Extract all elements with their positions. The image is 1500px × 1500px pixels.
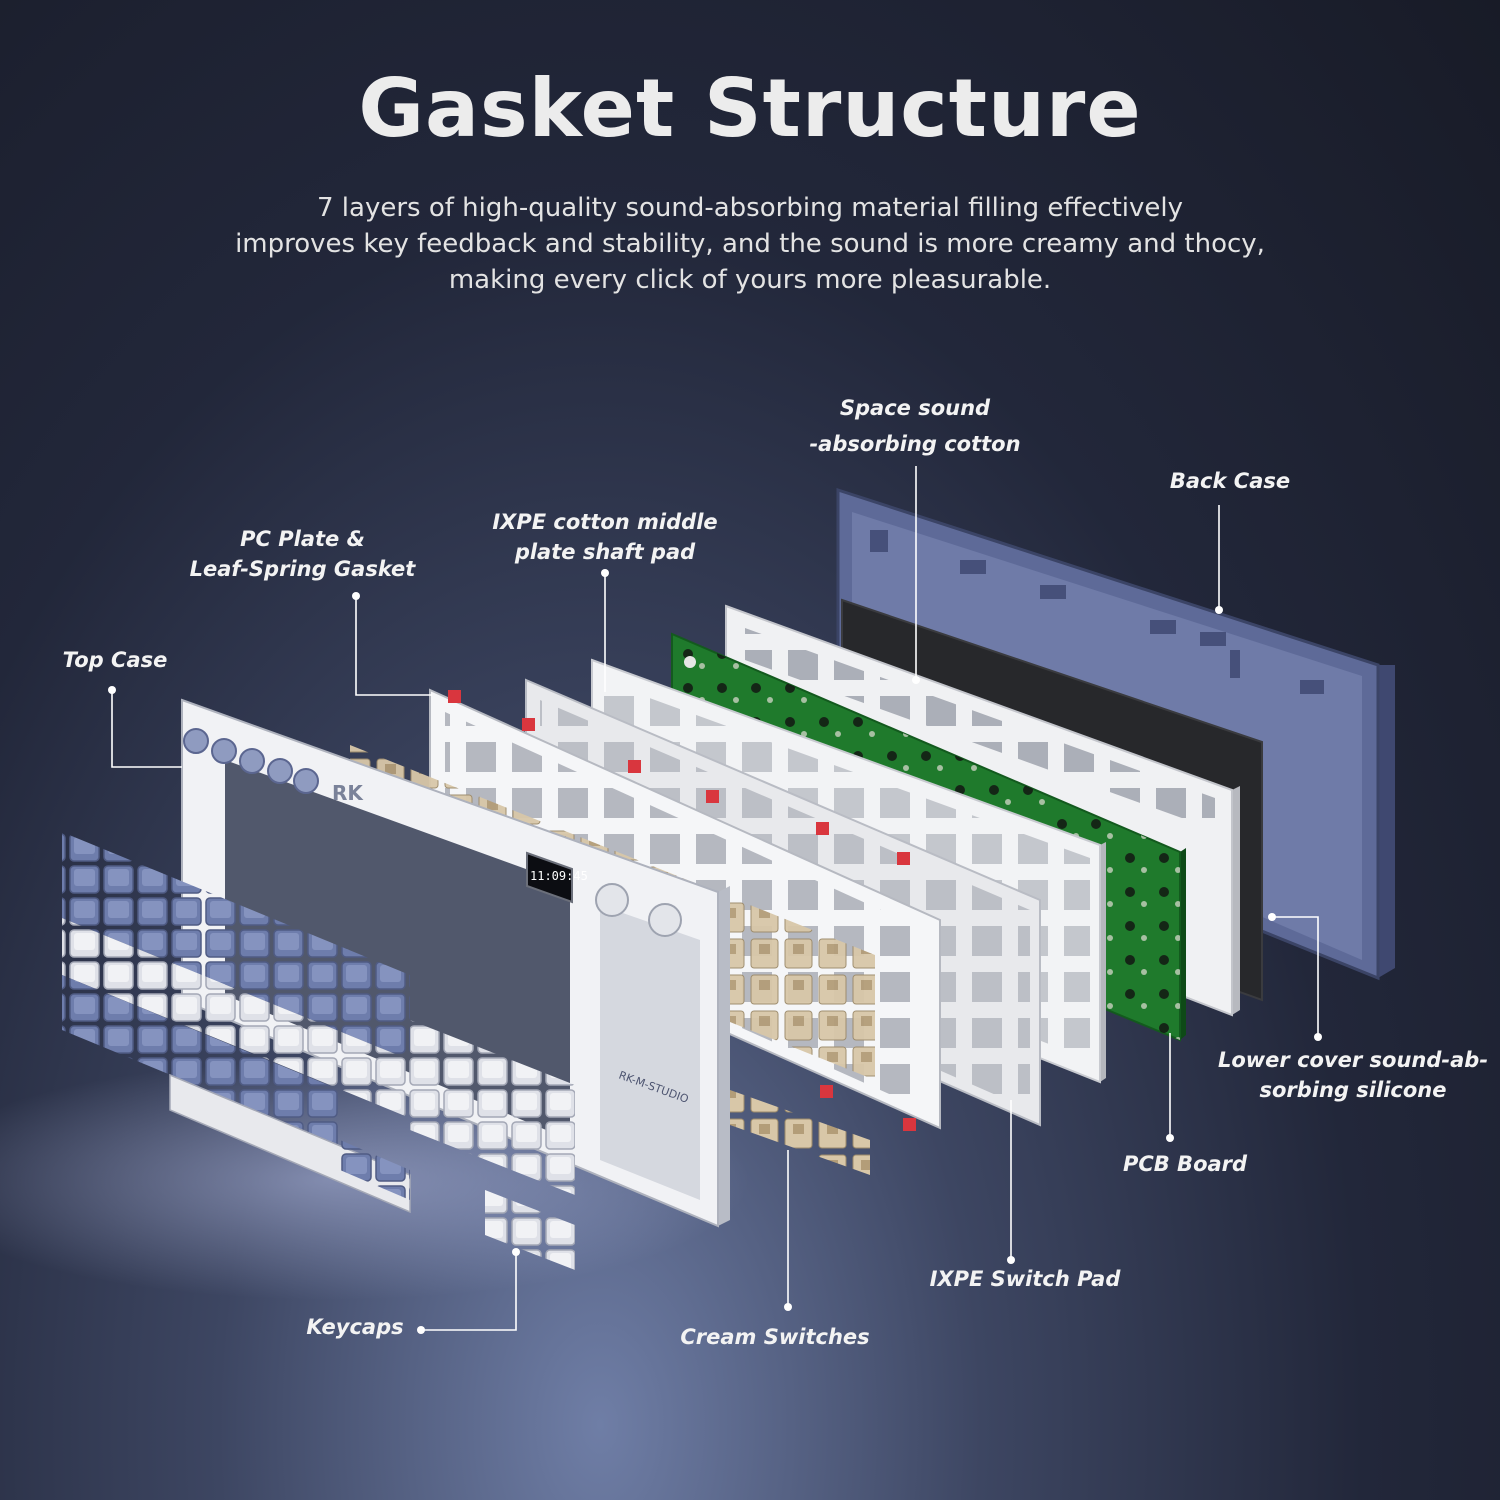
- label-top-case: Top Case: [62, 648, 168, 672]
- leader-dots: [108, 569, 1322, 1334]
- label-pc-plate: PC Plate & Leaf-Spring Gasket: [189, 527, 416, 581]
- display-time: 11:09:45: [530, 869, 588, 883]
- page-title: Gasket Structure: [358, 62, 1142, 155]
- label-keycaps: Keycaps: [306, 1315, 404, 1339]
- label-pcb-board: PCB Board: [1122, 1152, 1248, 1176]
- description-line-3: making every click of yours more pleasur…: [448, 265, 1052, 295]
- keycaps: [62, 832, 575, 1270]
- description-line-1: 7 layers of high-quality sound-absorbing…: [317, 193, 1183, 223]
- description: 7 layers of high-quality sound-absorbing…: [150, 190, 1350, 298]
- label-space-sound-cotton: Space sound -absorbing cotton: [809, 396, 1021, 456]
- label-lower-cover-silicone: Lower cover sound-ab- sorbing silicone: [1217, 1048, 1489, 1102]
- top-case: 11:09:45 RK RK-M-STUDIO: [181, 698, 730, 1228]
- label-cream-switches: Cream Switches: [680, 1325, 870, 1349]
- rk-logo: RK: [332, 781, 364, 805]
- description-line-2: improves key feedback and stability, and…: [235, 229, 1265, 259]
- label-ixpe-middle-pad: IXPE cotton middle plate shaft pad: [492, 510, 718, 564]
- label-ixpe-switch-pad: IXPE Switch Pad: [929, 1267, 1121, 1291]
- leader-lines: [111, 466, 1319, 1331]
- label-back-case: Back Case: [1169, 469, 1291, 493]
